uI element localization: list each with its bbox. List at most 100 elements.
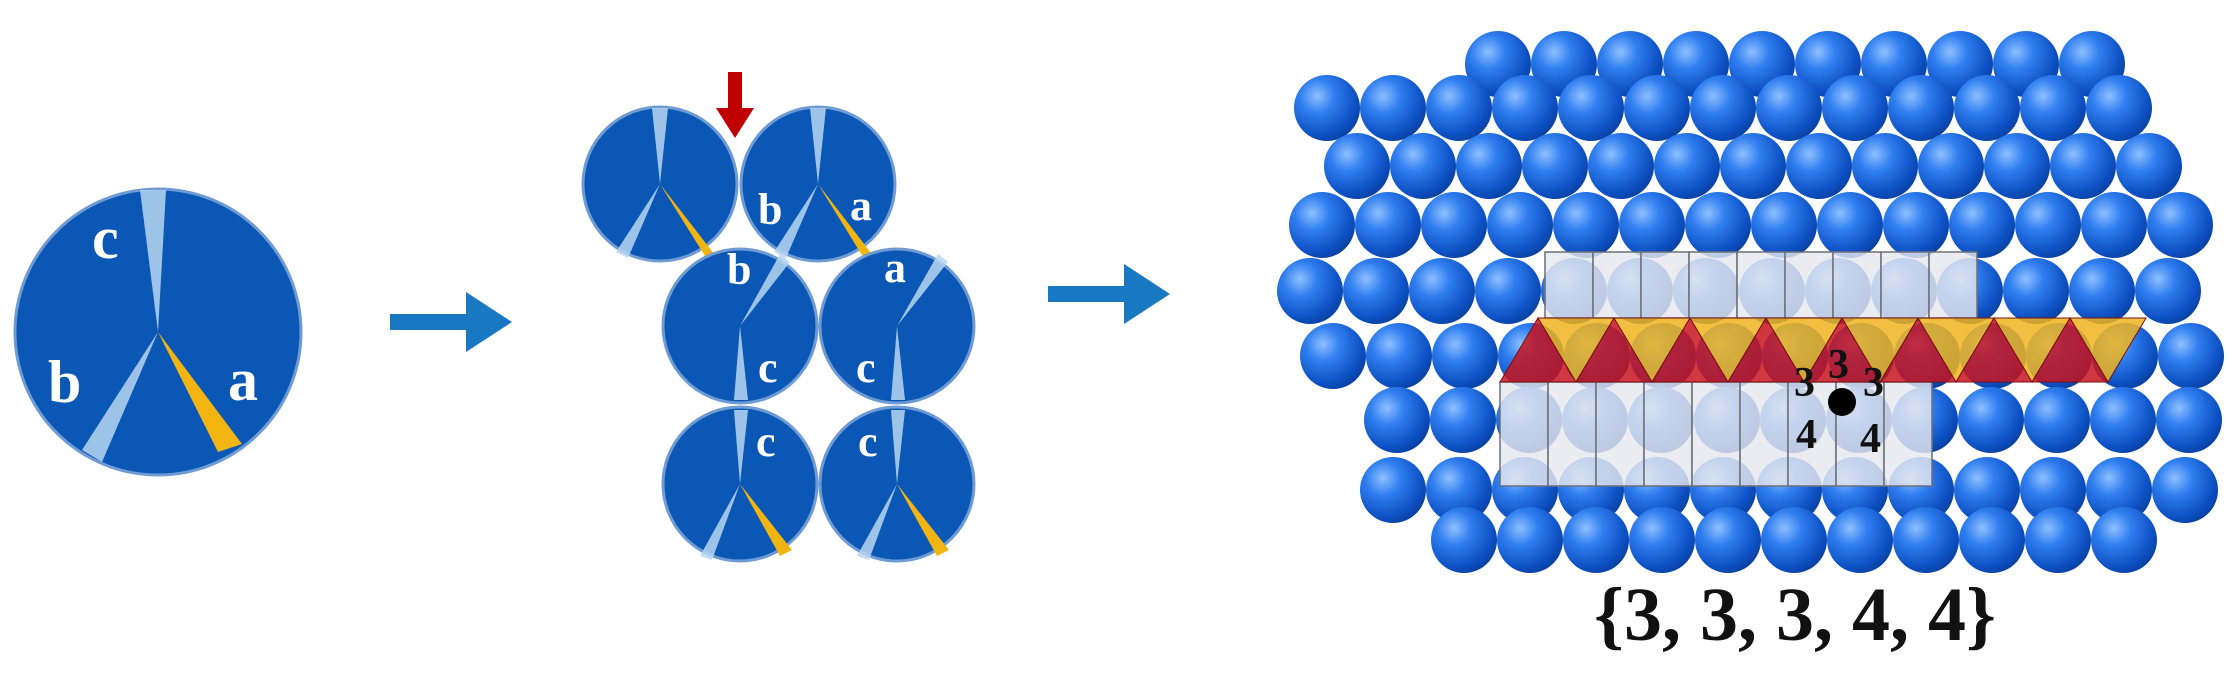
disk-label: c xyxy=(858,417,878,466)
sphere xyxy=(1300,323,1366,389)
square-tile xyxy=(1592,251,1642,319)
wedge-b xyxy=(82,332,158,462)
sphere xyxy=(1364,387,1430,453)
vertex-dot xyxy=(1828,388,1856,416)
packed-disk: c xyxy=(661,405,819,563)
disk-label: a xyxy=(850,181,872,230)
square-tile xyxy=(1688,251,1738,319)
vertex-label: 4 xyxy=(1860,416,1881,462)
square-tile xyxy=(1643,381,1693,487)
sphere xyxy=(1888,75,1954,141)
sphere xyxy=(1817,192,1883,258)
sphere xyxy=(1695,507,1761,573)
sphere xyxy=(1629,507,1695,573)
sphere xyxy=(2020,457,2086,523)
sphere xyxy=(2020,75,2086,141)
sphere xyxy=(2069,258,2135,324)
sphere xyxy=(1409,258,1475,324)
sphere xyxy=(2091,507,2157,573)
sphere xyxy=(1289,192,1355,258)
vertex-figure: 3 3 3 4 4 xyxy=(1794,342,1884,462)
square-tile xyxy=(1739,381,1789,487)
sphere xyxy=(1421,192,1487,258)
sphere xyxy=(1893,507,1959,573)
square-tile xyxy=(1547,381,1597,487)
disk-label: c xyxy=(856,343,876,392)
sphere-tiling: 3 3 3 4 4 {3, 3, 3, 4, 4} xyxy=(1277,31,2224,657)
disk-label: c xyxy=(758,343,778,392)
sphere xyxy=(2003,258,2069,324)
wedge-c xyxy=(140,190,166,332)
sphere xyxy=(2116,133,2182,199)
sphere xyxy=(2015,192,2081,258)
sphere xyxy=(1324,133,1390,199)
sphere xyxy=(2135,258,2201,324)
sphere xyxy=(1720,133,1786,199)
sphere xyxy=(1958,387,2024,453)
packed-disk: a c xyxy=(818,243,976,405)
sphere xyxy=(1756,75,1822,141)
label-c: c xyxy=(92,205,119,271)
sphere xyxy=(1390,133,1456,199)
disk-label: b xyxy=(727,245,751,294)
square-tile xyxy=(1928,251,1978,319)
disk-label: b xyxy=(758,185,782,234)
sphere xyxy=(1426,457,1492,523)
sphere xyxy=(1822,75,1888,141)
square-tile xyxy=(1640,251,1690,319)
sphere xyxy=(1918,133,1984,199)
sphere xyxy=(1954,457,2020,523)
sphere xyxy=(1430,387,1496,453)
sphere xyxy=(2086,457,2152,523)
label-b: b xyxy=(48,349,81,415)
square-tile xyxy=(1544,251,1594,319)
sphere xyxy=(1492,75,1558,141)
vertex-configuration-caption: {3, 3, 3, 4, 4} xyxy=(1594,573,1996,657)
sphere xyxy=(1355,192,1421,258)
sphere xyxy=(1277,258,1343,324)
sphere xyxy=(2158,323,2224,389)
sphere xyxy=(1786,133,1852,199)
square-tile xyxy=(1883,381,1933,487)
wedge-a xyxy=(158,332,242,452)
sphere xyxy=(1431,507,1497,573)
vertex-label: 3 xyxy=(1828,342,1849,388)
disk-label: a xyxy=(884,243,906,292)
sphere xyxy=(1456,133,1522,199)
sphere xyxy=(1761,507,1827,573)
sphere xyxy=(2156,387,2222,453)
sphere xyxy=(1954,75,2020,141)
sphere xyxy=(1522,133,1588,199)
sphere xyxy=(1852,133,1918,199)
square-tile xyxy=(1691,381,1741,487)
sphere xyxy=(2152,457,2218,523)
sphere xyxy=(2086,75,2152,141)
sphere xyxy=(1558,75,1624,141)
sphere xyxy=(1360,457,1426,523)
sphere xyxy=(1487,192,1553,258)
sphere xyxy=(2090,387,2156,453)
sphere xyxy=(1360,75,1426,141)
sphere xyxy=(1294,75,1360,141)
vertex-label: 3 xyxy=(1794,360,1815,406)
sphere xyxy=(1475,258,1541,324)
square-tile xyxy=(1499,381,1549,487)
disk-label: c xyxy=(756,417,776,466)
square-tile xyxy=(1784,251,1834,319)
packed-disk: c xyxy=(818,405,976,563)
square-tile xyxy=(1736,251,1786,319)
sphere xyxy=(1619,192,1685,258)
sphere xyxy=(2025,507,2091,573)
sphere xyxy=(1426,75,1492,141)
packed-disk: b c xyxy=(661,245,819,405)
sphere xyxy=(1984,133,2050,199)
triangle-tile xyxy=(2069,317,2147,383)
sphere xyxy=(1624,75,1690,141)
vertex-label: 4 xyxy=(1796,412,1817,458)
sphere xyxy=(2147,192,2213,258)
sphere xyxy=(1685,192,1751,258)
square-tile xyxy=(1832,251,1882,319)
sphere xyxy=(1343,258,1409,324)
down-arrow-icon xyxy=(716,72,754,138)
